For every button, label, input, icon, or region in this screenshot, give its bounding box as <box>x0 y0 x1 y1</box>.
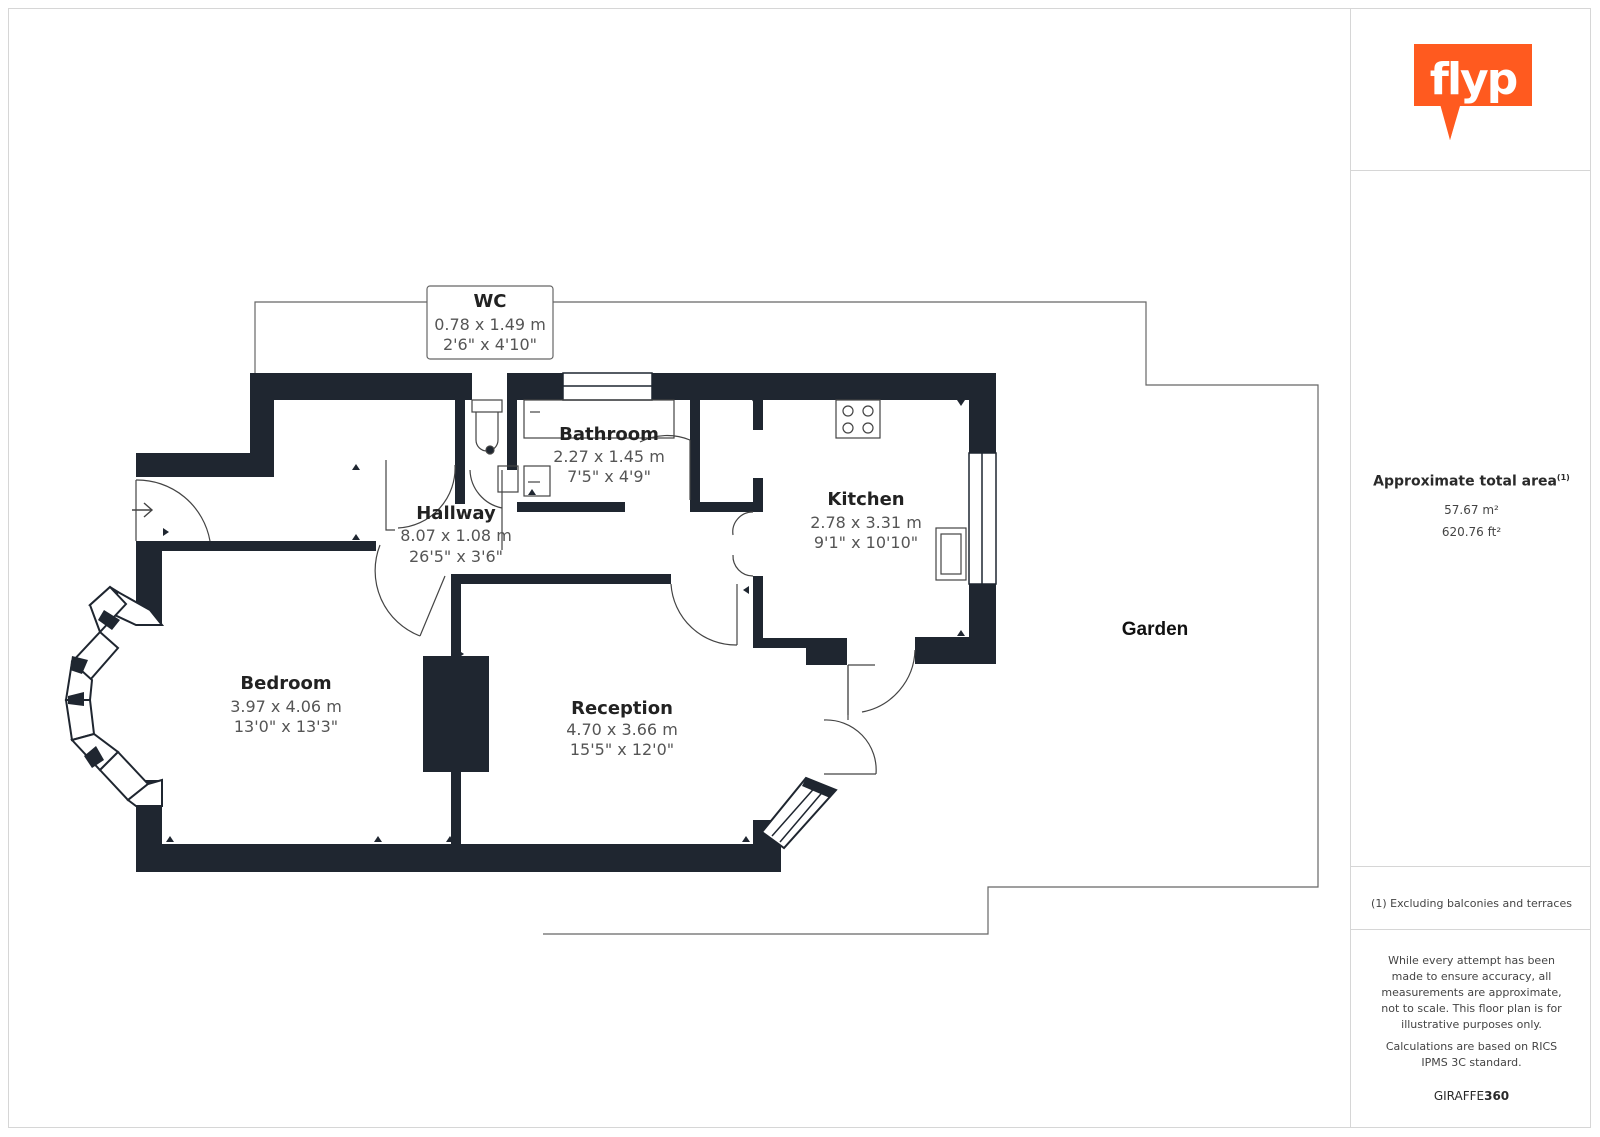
bedroom-dim-ft: 13'0" x 13'3" <box>234 717 338 736</box>
reception-dim-m: 4.70 x 3.66 m <box>566 720 678 739</box>
garden-name: Garden <box>1122 619 1189 640</box>
area-title: Approximate total area(1) <box>1373 473 1570 490</box>
bathroom-dim-m: 2.27 x 1.45 m <box>553 447 665 466</box>
fixtures <box>471 399 967 581</box>
area-footnote: (1) Excluding balconies and terraces <box>1371 897 1572 910</box>
flyp-logo: flyp <box>1414 44 1532 140</box>
disclaimer-text: While every attempt has been made to ens… <box>1381 954 1562 1031</box>
hallway-name: Hallway <box>416 503 496 524</box>
wc-name: WC <box>473 291 506 312</box>
wc-label-box <box>426 285 554 360</box>
logo-text: flyp <box>1429 54 1518 105</box>
kitchen-dim-ft: 9'1" x 10'10" <box>814 533 918 552</box>
area-m2: 57.67 m² <box>1444 503 1499 517</box>
doors <box>135 434 916 775</box>
windows <box>562 372 997 585</box>
page-frame <box>8 8 1591 1128</box>
wall-markers <box>163 400 965 842</box>
bedroom-dim-m: 3.97 x 4.06 m <box>230 697 342 716</box>
reception-name: Reception <box>571 698 673 719</box>
info-sidebar: flyp Approximate total area(1) 57.67 m² … <box>1350 8 1591 1128</box>
wc-dim-m: 0.78 x 1.49 m <box>434 315 546 334</box>
bedroom-bay-window <box>64 585 165 807</box>
area-ft2: 620.76 ft² <box>1441 525 1502 539</box>
bathroom-name: Bathroom <box>559 424 659 445</box>
wc-dim-ft: 2'6" x 4'10" <box>443 335 537 354</box>
kitchen-name: Kitchen <box>827 489 904 510</box>
giraffe360-brand: GIRAFFE360 <box>1433 1089 1510 1103</box>
hallway-dim-m: 8.07 x 1.08 m <box>400 526 512 545</box>
entrance-arrow-icon <box>132 502 154 518</box>
reception-dim-ft: 15'5" x 12'0" <box>570 740 674 759</box>
walls <box>136 373 996 872</box>
bathroom-dim-ft: 7'5" x 4'9" <box>567 467 651 486</box>
hallway-dim-ft: 26'5" x 3'6" <box>409 547 503 566</box>
calculation-note: Calculations are based on RICS IPMS 3C s… <box>1385 1040 1558 1069</box>
reception-bay-window <box>760 776 838 850</box>
bedroom-name: Bedroom <box>240 673 331 694</box>
kitchen-dim-m: 2.78 x 3.31 m <box>810 513 922 532</box>
